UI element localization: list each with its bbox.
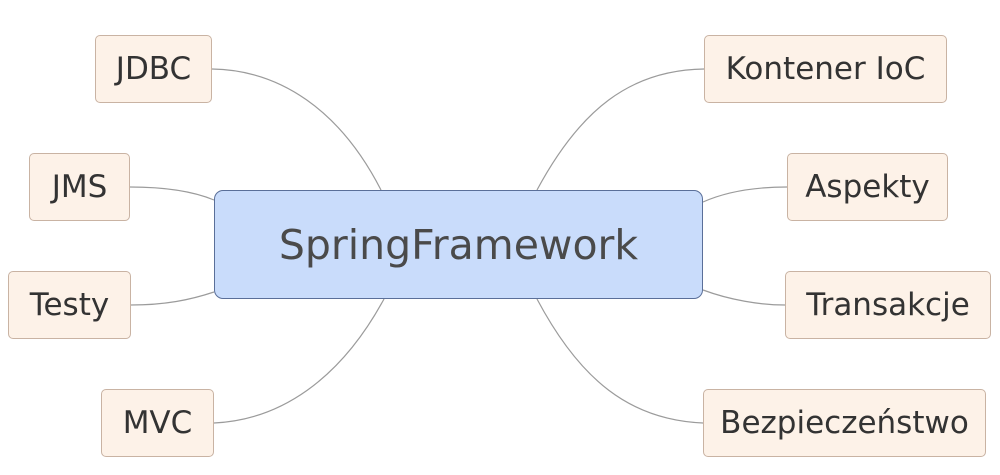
topic-label-bezpieczenstwo: Bezpieczeństwo xyxy=(720,405,969,441)
central-topic-label: SpringFramework xyxy=(278,220,639,269)
connector-jms xyxy=(129,186,215,201)
topic-label-mvc: MVC xyxy=(122,405,193,441)
connector-testy xyxy=(130,291,215,306)
connector-mvc xyxy=(213,298,385,424)
topic-label-jdbc: JDBC xyxy=(115,51,192,87)
connector-jdbc xyxy=(211,68,382,191)
connector-kontener-ioc xyxy=(536,68,705,191)
topic-label-jms: JMS xyxy=(51,169,108,205)
topic-node-aspekty[interactable]: Aspekty xyxy=(787,153,948,221)
topic-label-kontener-ioc: Kontener IoC xyxy=(725,51,926,87)
topic-node-testy[interactable]: Testy xyxy=(8,271,131,339)
connector-bezpieczenstwo xyxy=(536,298,704,424)
topic-node-jms[interactable]: JMS xyxy=(29,153,130,221)
central-topic-node[interactable]: SpringFramework xyxy=(214,190,703,299)
topic-label-transakcje: Transakcje xyxy=(806,287,970,323)
topic-label-aspekty: Aspekty xyxy=(805,169,930,205)
topic-node-kontener-ioc[interactable]: Kontener IoC xyxy=(704,35,947,103)
connector-transakcje xyxy=(702,289,786,306)
topic-node-jdbc[interactable]: JDBC xyxy=(95,35,212,103)
connector-aspekty xyxy=(702,186,788,203)
topic-node-bezpieczenstwo[interactable]: Bezpieczeństwo xyxy=(703,389,986,457)
topic-label-testy: Testy xyxy=(29,287,110,323)
topic-node-transakcje[interactable]: Transakcje xyxy=(785,271,991,339)
topic-node-mvc[interactable]: MVC xyxy=(101,389,214,457)
